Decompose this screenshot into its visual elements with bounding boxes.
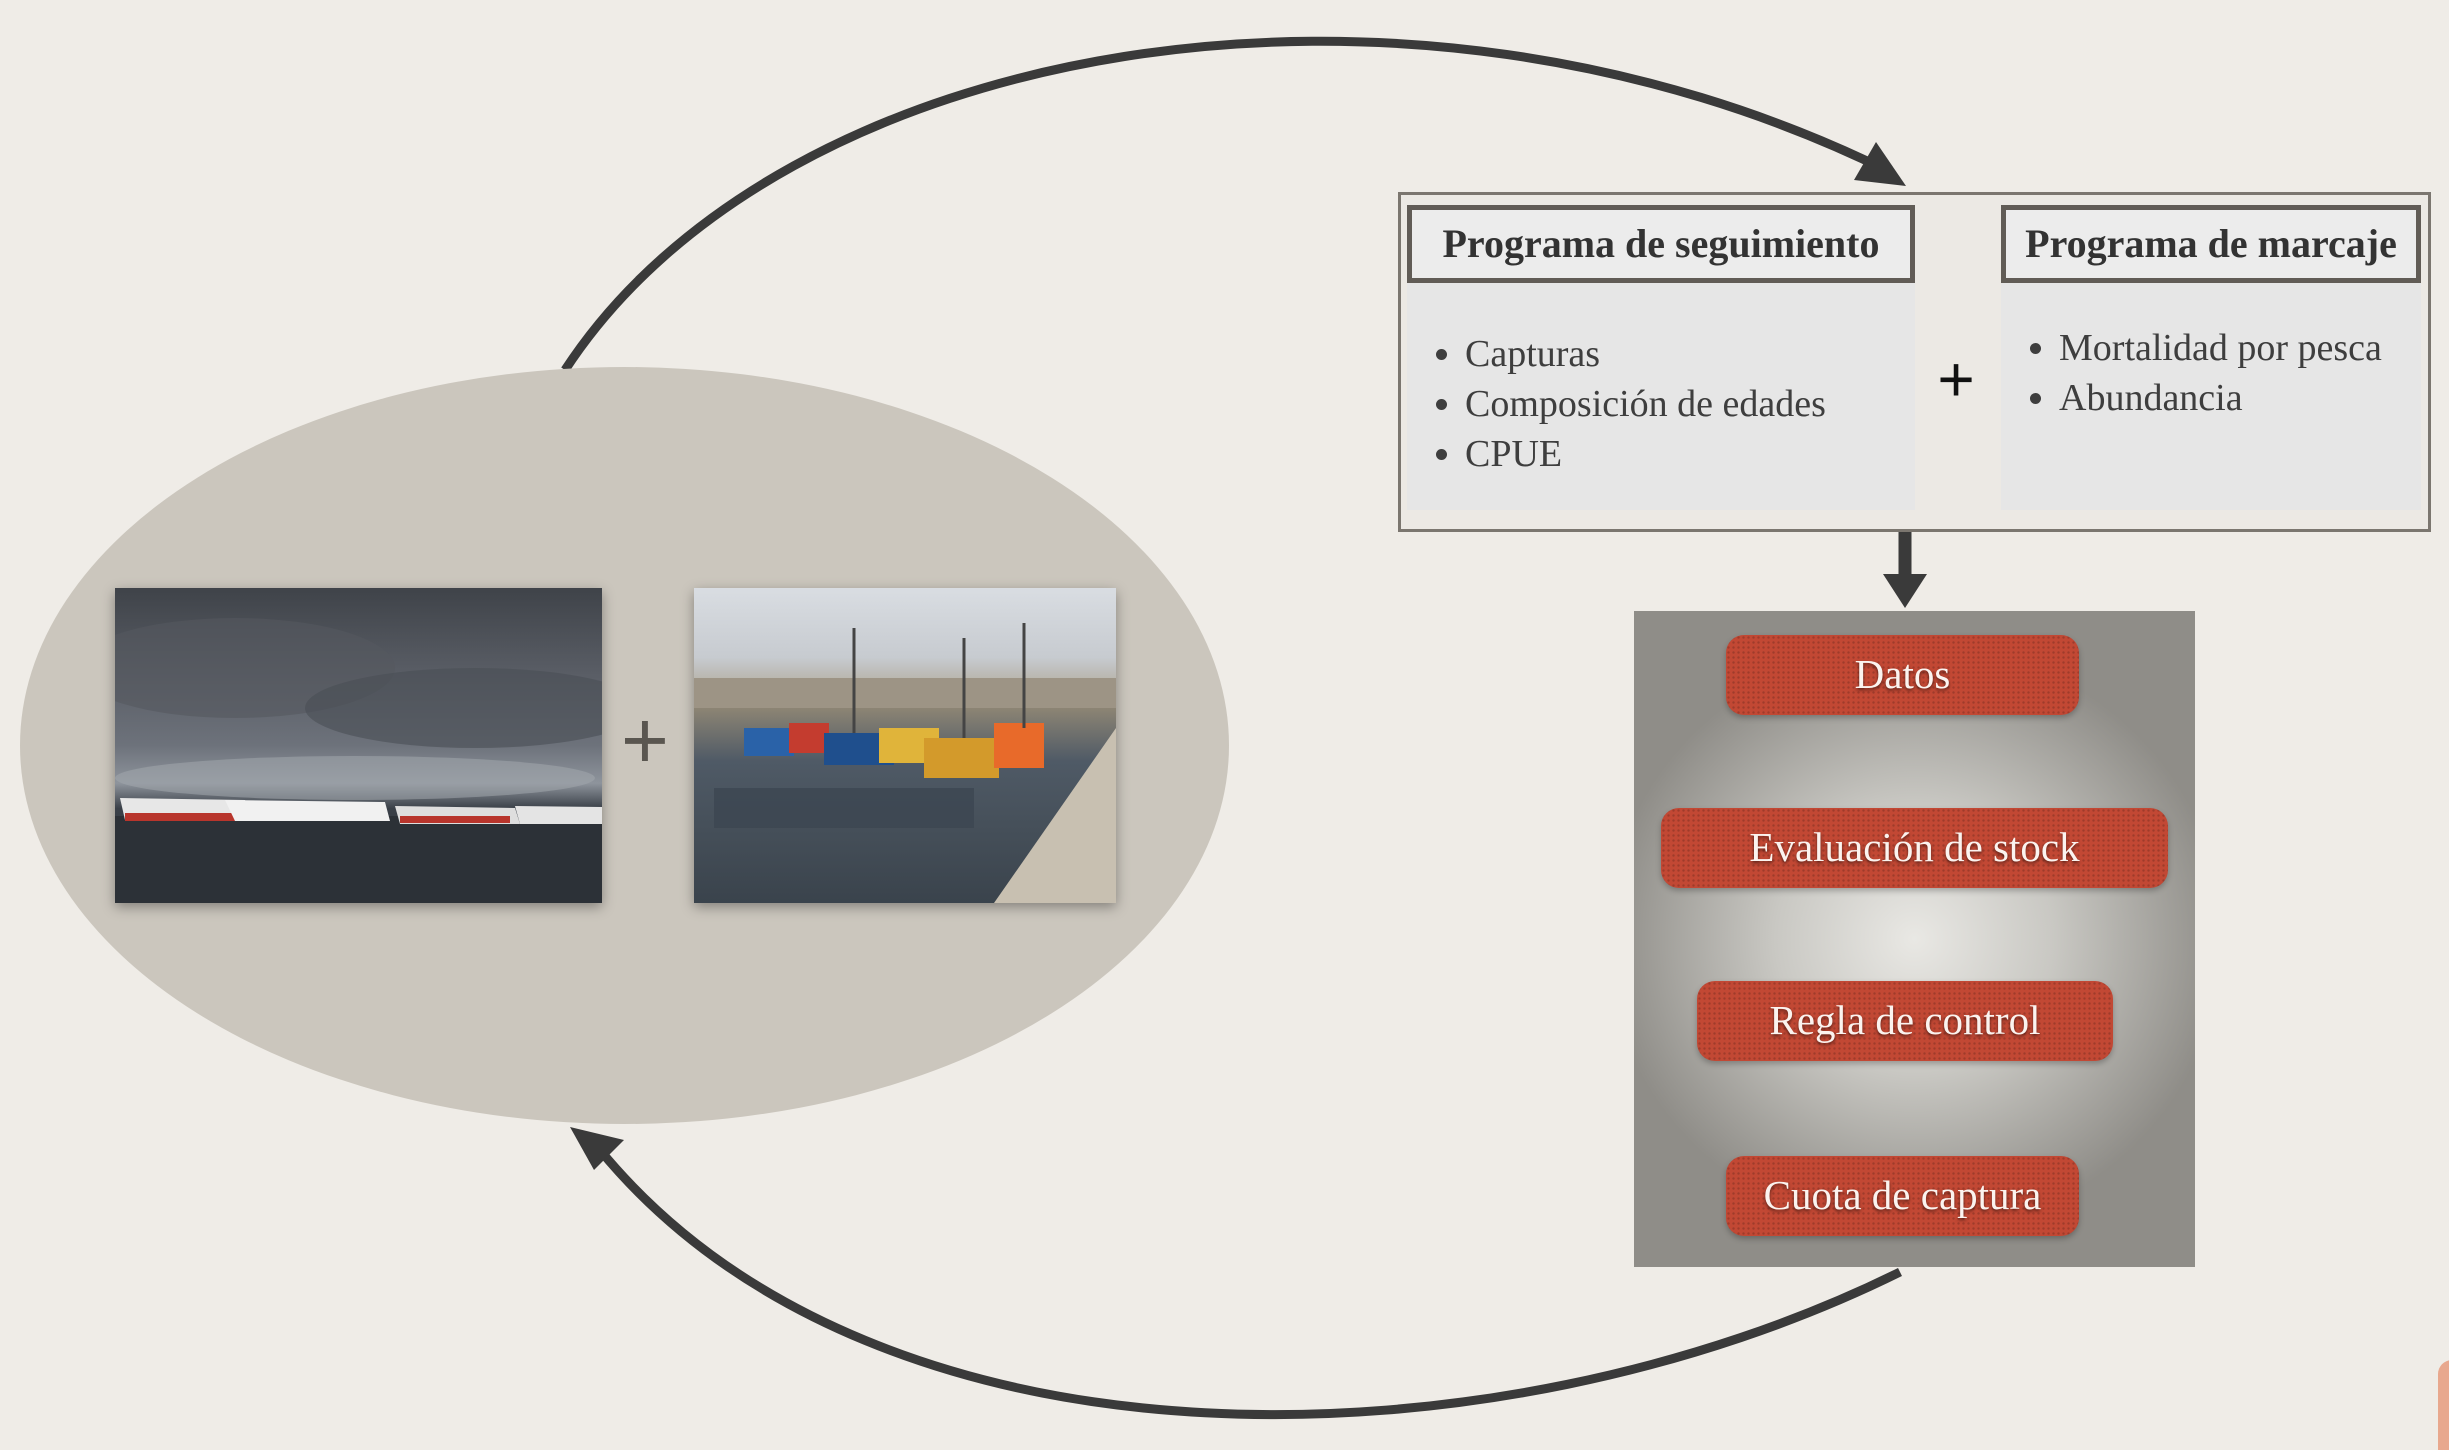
programs-plus-sign: + xyxy=(1937,343,1975,415)
tagging-items-list: Mortalidad por pesca Abundancia xyxy=(2001,323,2421,423)
monitoring-program-column: Programa de seguimiento Capturas Composi… xyxy=(1407,205,1915,510)
storm-fleet-photo xyxy=(115,588,602,903)
bottom-curved-arrow xyxy=(596,1147,1902,1420)
bottom-arrowhead-icon xyxy=(570,1127,624,1170)
list-item: Composición de edades xyxy=(1465,379,1915,429)
step-regla-control: Regla de control xyxy=(1697,981,2113,1061)
step-datos: Datos xyxy=(1726,635,2079,715)
top-arrowhead-icon xyxy=(1854,142,1906,186)
monitoring-items-list: Capturas Composición de edades CPUE xyxy=(1407,329,1915,479)
monitoring-program-title: Programa de seguimiento xyxy=(1407,205,1915,283)
list-item: Capturas xyxy=(1465,329,1915,379)
corner-tab xyxy=(2438,1360,2449,1450)
step-evaluacion-stock: Evaluación de stock xyxy=(1661,808,2168,888)
panel-down-arrowhead-icon xyxy=(1883,574,1927,608)
step-cuota-captura: Cuota de captura xyxy=(1726,1156,2079,1236)
list-item: CPUE xyxy=(1465,429,1915,479)
list-item: Mortalidad por pesca xyxy=(2059,323,2421,373)
photos-plus-sign: + xyxy=(621,695,669,786)
list-item: Abundancia xyxy=(2059,373,2421,423)
programs-panel: Programa de seguimiento Capturas Composi… xyxy=(1398,192,2431,532)
harbor-boats-photo xyxy=(694,588,1116,903)
tagging-program-column: Programa de marcaje Mortalidad por pesca… xyxy=(2001,205,2421,510)
management-process-panel: Datos Evaluación de stock Regla de contr… xyxy=(1634,611,2195,1267)
tagging-program-title: Programa de marcaje xyxy=(2001,205,2421,283)
top-curved-arrow xyxy=(561,36,1892,373)
